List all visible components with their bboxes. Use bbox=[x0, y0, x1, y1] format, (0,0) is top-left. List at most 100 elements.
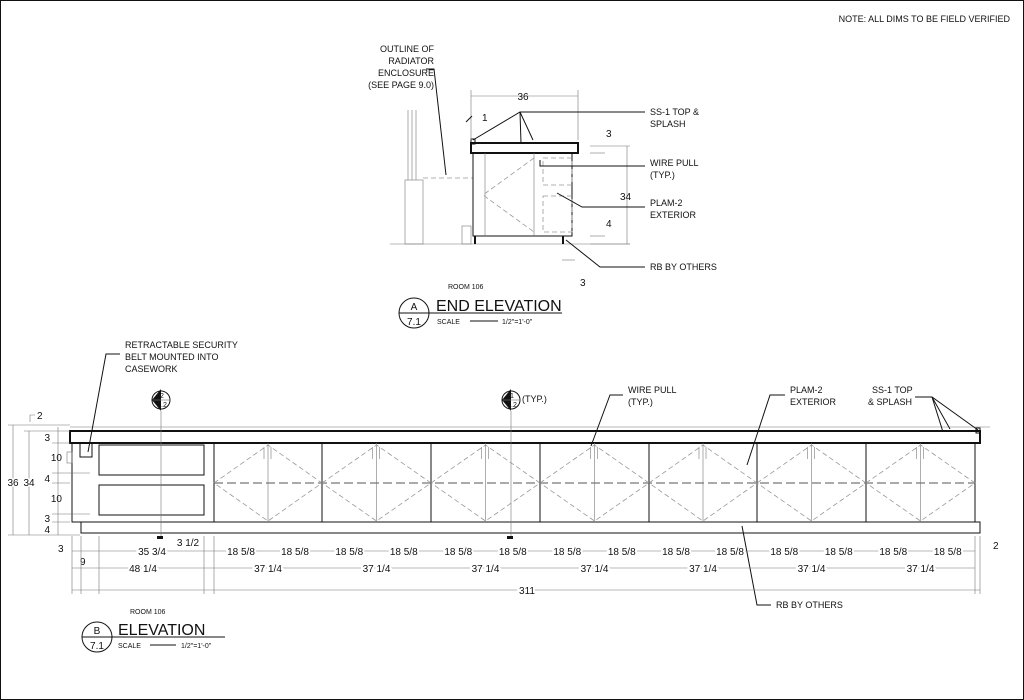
dim-door-width: 18 5/8 bbox=[662, 547, 690, 558]
backsplash bbox=[470, 138, 476, 145]
radiator-enclosure bbox=[404, 110, 473, 245]
room-label: ROOM 106 bbox=[448, 284, 484, 291]
elevation-bottom-dims-offset: 9 bbox=[80, 557, 86, 568]
general-note: NOTE: ALL DIMS TO BE FIELD VERIFIED bbox=[839, 14, 1011, 24]
callout-wire-pull: WIRE PULL (TYP.) bbox=[590, 385, 677, 447]
end-elevation-callouts-radiator-2: ENCLOSURE bbox=[378, 68, 434, 78]
cabinet-body bbox=[472, 152, 573, 237]
dim-door-width: 18 5/8 bbox=[390, 547, 418, 558]
callout-plam: PLAM-2 EXTERIOR bbox=[746, 385, 837, 466]
end-elevation-callouts-radiator-3: (SEE PAGE 9.0) bbox=[368, 80, 434, 90]
dim-door-width: 18 5/8 bbox=[608, 547, 636, 558]
dim-door-width: 18 5/8 bbox=[444, 547, 472, 558]
dim-unit-width: 37 1/4 bbox=[907, 564, 935, 575]
dim-unit-width: 37 1/4 bbox=[472, 564, 500, 575]
dim-top-label: 1 bbox=[482, 113, 488, 124]
callout-security-belt: RETRACTABLE SECURITY BELT MOUNTED INTO C… bbox=[87, 340, 238, 453]
view-title: ELEVATION bbox=[118, 622, 205, 639]
dim-unit-width: 37 1/4 bbox=[798, 564, 826, 575]
dim-unit-width: 37 1/4 bbox=[363, 564, 391, 575]
end-elevation-callouts-rb: RB BY OTHERS bbox=[650, 262, 717, 272]
elevation-bottom-dims-toe-return: 3 bbox=[58, 544, 64, 555]
end-elevation-callouts-radiator-0: OUTLINE OF bbox=[380, 44, 435, 54]
door-swing bbox=[865, 444, 976, 522]
dim-unit-width: 37 1/4 bbox=[689, 564, 717, 575]
dim-door-width: 18 5/8 bbox=[553, 547, 581, 558]
dim-door-width: 18 5/8 bbox=[825, 547, 853, 558]
detail-sheet: 7.1 bbox=[407, 317, 421, 328]
end-elevation-callouts-top-1: SPLASH bbox=[650, 119, 686, 129]
elevation-callouts-top-0: SS-1 TOP bbox=[872, 385, 913, 395]
elevation-callouts-belt-0: RETRACTABLE SECURITY bbox=[125, 340, 238, 350]
elevation-bottom-dims-drawer-width: 35 3/4 bbox=[138, 547, 166, 558]
section-marker-2[interactable]: 2 7.2 bbox=[151, 389, 171, 539]
end-elevation-callouts-wire-pull-0: WIRE PULL bbox=[650, 158, 699, 168]
dim-door-width: 18 5/8 bbox=[281, 547, 309, 558]
dim-door-width: 18 5/8 bbox=[227, 547, 255, 558]
dim-door-width: 18 5/8 bbox=[716, 547, 744, 558]
callout-rb: RB BY OTHERS bbox=[565, 239, 717, 272]
dim-door-width: 18 5/8 bbox=[770, 547, 798, 558]
countertop bbox=[470, 142, 579, 154]
callout-wire-pull: WIRE PULL (TYP.) bbox=[539, 158, 699, 180]
elevation-left-dims-segments-2: 4 bbox=[44, 474, 50, 485]
dim-width-label: 36 bbox=[517, 92, 529, 103]
front-elevation: 2 7.2 1 7.2 (TYP.) RETRACTABLE SECURITY … bbox=[6, 340, 999, 653]
callout-rb: RB BY OTHERS bbox=[741, 525, 843, 610]
toe-kick bbox=[80, 521, 981, 534]
scale-label: SCALE bbox=[437, 319, 460, 326]
elevation-callouts-wire-pull-0: WIRE PULL bbox=[628, 385, 677, 395]
elevation-section-markers-0-num: 2 bbox=[160, 393, 164, 400]
backsplash bbox=[975, 427, 981, 434]
elevation-left-dims-segments-3: 10 bbox=[51, 494, 63, 505]
view-title: END ELEVATION bbox=[436, 298, 562, 315]
elevation-left-dims-segments-1: 10 bbox=[51, 453, 63, 464]
bottom-dimensions: 3 9 35 3/4 3 1/2 48 1/4 2 311 18 5/8 18 5… bbox=[58, 536, 999, 599]
drawer-front bbox=[98, 444, 205, 476]
dim-unit-width: 37 1/4 bbox=[581, 564, 609, 575]
elevation-bottom-dims-drawer-unit: 48 1/4 bbox=[129, 564, 157, 575]
scale-label: SCALE bbox=[118, 643, 141, 650]
elevation-callouts-typ: (TYP.) bbox=[522, 394, 547, 404]
section-marker-1[interactable]: 1 7.2 (TYP.) bbox=[501, 389, 547, 539]
end-elevation: 36 1 3 34 4 3 OUTLINE OF RADIATOR ENCLOS… bbox=[368, 44, 717, 329]
dim-door-width: 18 5/8 bbox=[335, 547, 363, 558]
detail-letter: A bbox=[411, 302, 418, 313]
elevation-callouts-top-1: & SPLASH bbox=[868, 397, 912, 407]
scale-value: 1/2"=1'-0" bbox=[181, 643, 212, 650]
detail-sheet: 7.1 bbox=[90, 641, 104, 652]
elevation-callouts-wire-pull-1: (TYP.) bbox=[628, 397, 653, 407]
dim-rb-label: 3 bbox=[580, 278, 586, 289]
dim-toe-label: 4 bbox=[606, 219, 612, 230]
countertop bbox=[69, 430, 981, 444]
elevation-callouts-rb: RB BY OTHERS bbox=[776, 600, 843, 610]
callout-plam: PLAM-2 EXTERIOR bbox=[556, 192, 697, 220]
elevation-left-dims-splash: 2 bbox=[37, 411, 43, 422]
dim-door-width: 18 5/8 bbox=[499, 547, 527, 558]
callout-top-splash: SS-1 TOP & SPLASH bbox=[472, 107, 699, 144]
elevation-callouts-belt-1: BELT MOUNTED INTO bbox=[125, 352, 219, 362]
security-belt-box bbox=[79, 442, 93, 458]
elevation-left-dims-segments-5: 4 bbox=[44, 525, 50, 536]
elevation-callouts-belt-2: CASEWORK bbox=[125, 364, 178, 374]
dim-unit-width: 37 1/4 bbox=[254, 564, 282, 575]
end-elevation-callouts-radiator-1: RADIATOR bbox=[388, 56, 434, 66]
end-elevation-callouts-top-0: SS-1 TOP & bbox=[650, 107, 699, 117]
elevation-callouts-plam-0: PLAM-2 bbox=[790, 385, 823, 395]
dim-splash-label: 3 bbox=[606, 129, 612, 140]
elevation-bottom-dims-overall: 311 bbox=[519, 586, 535, 597]
dim-door-width: 18 5/8 bbox=[879, 547, 907, 558]
end-elevation-callouts-plam-0: PLAM-2 bbox=[650, 198, 683, 208]
callout-radiator: OUTLINE OF RADIATOR ENCLOSURE (SEE PAGE … bbox=[368, 44, 447, 176]
detail-letter: B bbox=[94, 626, 101, 637]
elevation-callouts-plam-1: EXTERIOR bbox=[790, 397, 837, 407]
dim-height-label: 34 bbox=[620, 192, 632, 203]
elevation-bottom-dims-gap: 3 1/2 bbox=[177, 538, 200, 549]
elevation-section-markers-1-num: 1 bbox=[510, 393, 514, 400]
drawer-front bbox=[98, 484, 205, 516]
elevation-left-dims-cabinet: 34 bbox=[23, 478, 35, 489]
elevation-section-markers-1-sheet: 7.2 bbox=[507, 402, 517, 409]
drawer-outline bbox=[542, 157, 573, 186]
elevation-bottom-dims-end: 2 bbox=[993, 541, 999, 552]
